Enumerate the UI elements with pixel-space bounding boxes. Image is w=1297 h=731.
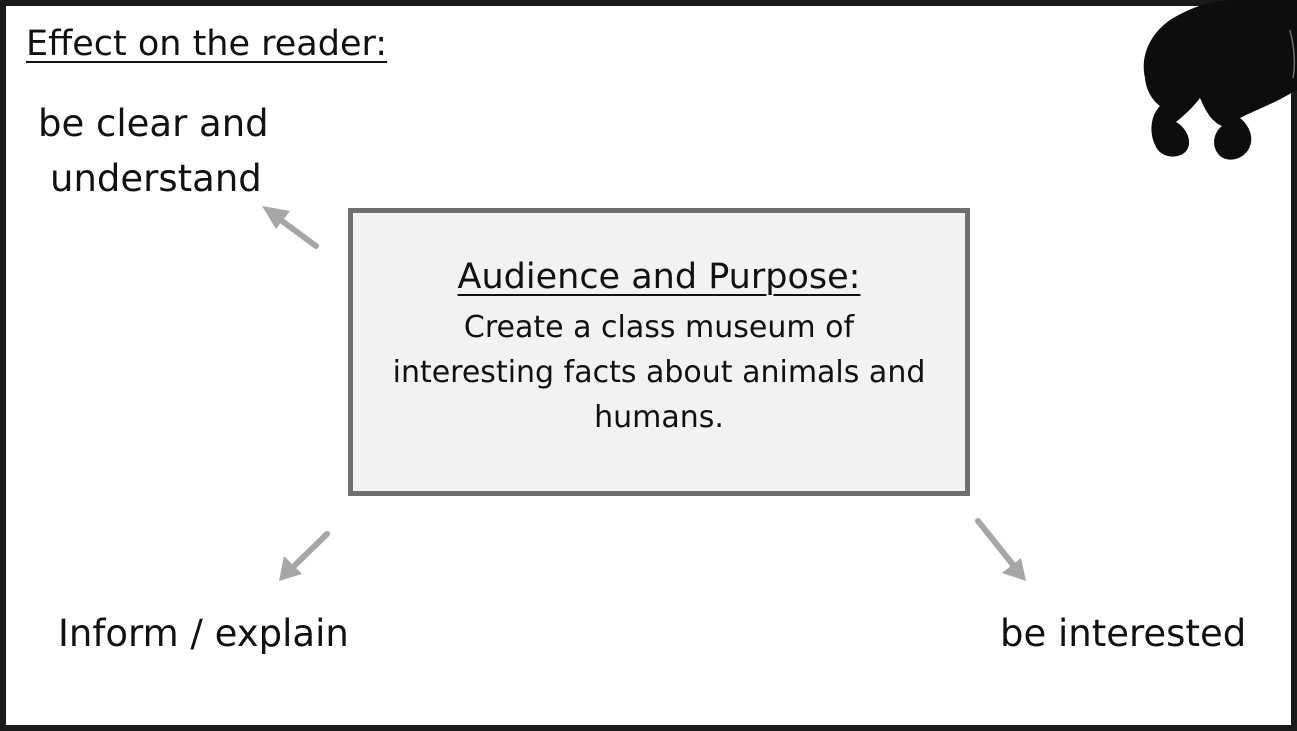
node-bottom-left: Inform / explain bbox=[58, 612, 349, 655]
center-box-body: Create a class museum of interesting fac… bbox=[392, 310, 926, 435]
audience-purpose-box: Audience and Purpose: Create a class mus… bbox=[348, 208, 970, 496]
node-top-left: be clear and understand bbox=[38, 96, 269, 206]
center-box-title: Audience and Purpose: bbox=[457, 257, 861, 297]
node-top-left-line1: be clear and bbox=[38, 102, 269, 145]
arrow-bottom-right bbox=[975, 518, 1026, 581]
arrow-bottom-left bbox=[279, 531, 330, 581]
arrow-top-left bbox=[262, 206, 319, 249]
node-top-left-line2: understand bbox=[50, 157, 262, 200]
node-bottom-right: be interested bbox=[1000, 612, 1247, 655]
slide-heading: Effect on the reader: bbox=[26, 24, 388, 64]
